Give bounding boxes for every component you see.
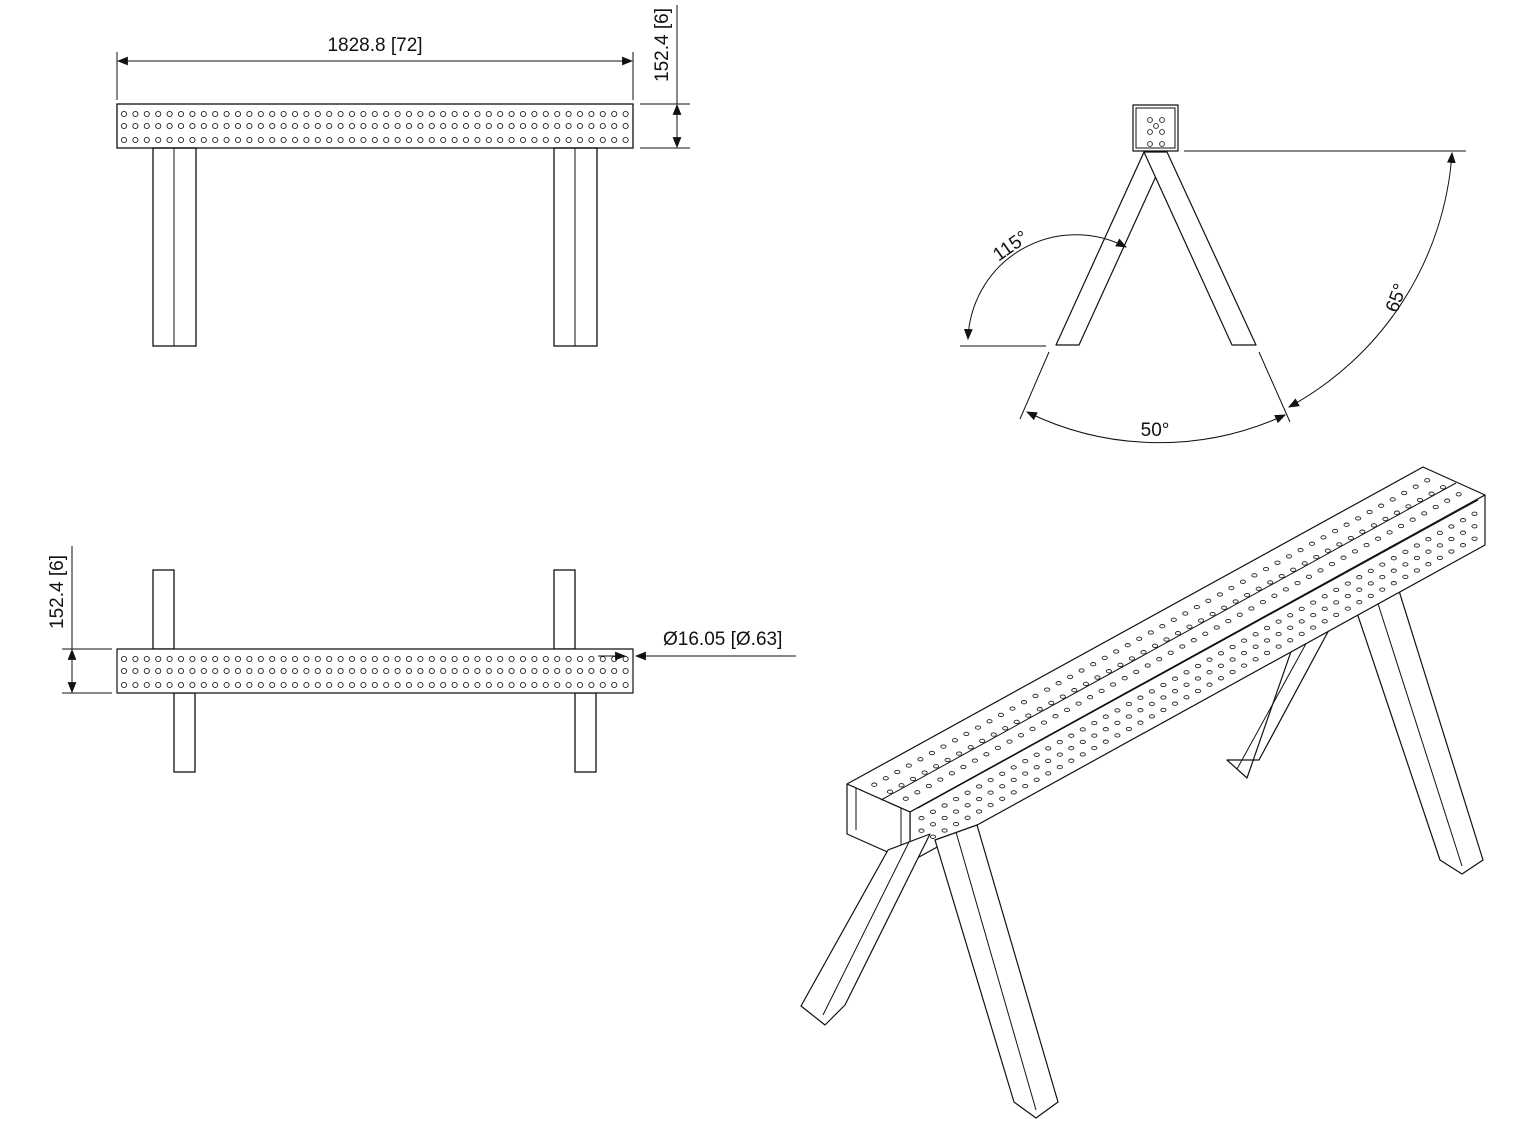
top-leg-right-upper [553,569,576,650]
end-leg-right [1143,151,1257,346]
angle-50-dimension: 50° [1019,351,1291,444]
iso-leg-front-left [800,833,931,1026]
top-leg-right-lower [574,692,597,773]
top-leg-left-upper [152,569,175,650]
height-dimension-front: 152.4 [6] [640,5,690,149]
angle-65-dimension: 65° [1184,150,1466,408]
end-beam-section [1132,104,1179,152]
top-view: 152.4 [6] Ø16.05 [Ø.63] [47,546,796,773]
front-leg-right [553,147,598,347]
top-leg-left-lower [173,692,196,773]
length-dimension: 1828.8 [72] [116,35,634,100]
front-beam-holes [120,110,629,144]
height-dim-label-front: 152.4 [6] [652,8,673,82]
isometric-view [800,466,1486,1119]
width-dim-label-top: 152.4 [6] [47,555,68,629]
angle-115-label: 115° [989,227,1032,266]
width-dimension-top: 152.4 [6] [47,546,112,694]
length-dim-label: 1828.8 [72] [327,35,422,56]
hole-diameter-leader: Ø16.05 [Ø.63] [598,629,796,661]
end-view: 115° 65° 50° [960,104,1466,444]
iso-leg-back-right [1349,577,1484,875]
front-leg-left [152,147,197,347]
front-beam [116,103,634,149]
angle-50-label: 50° [1141,420,1170,441]
front-view: 1828.8 [72] 152.4 [6] [116,5,690,347]
angle-65-label: 65° [1382,281,1412,315]
iso-leg-front-right [934,824,1059,1119]
top-beam-holes [120,655,629,689]
hole-diameter-label: Ø16.05 [Ø.63] [663,629,782,650]
end-leg-left [1055,151,1168,346]
